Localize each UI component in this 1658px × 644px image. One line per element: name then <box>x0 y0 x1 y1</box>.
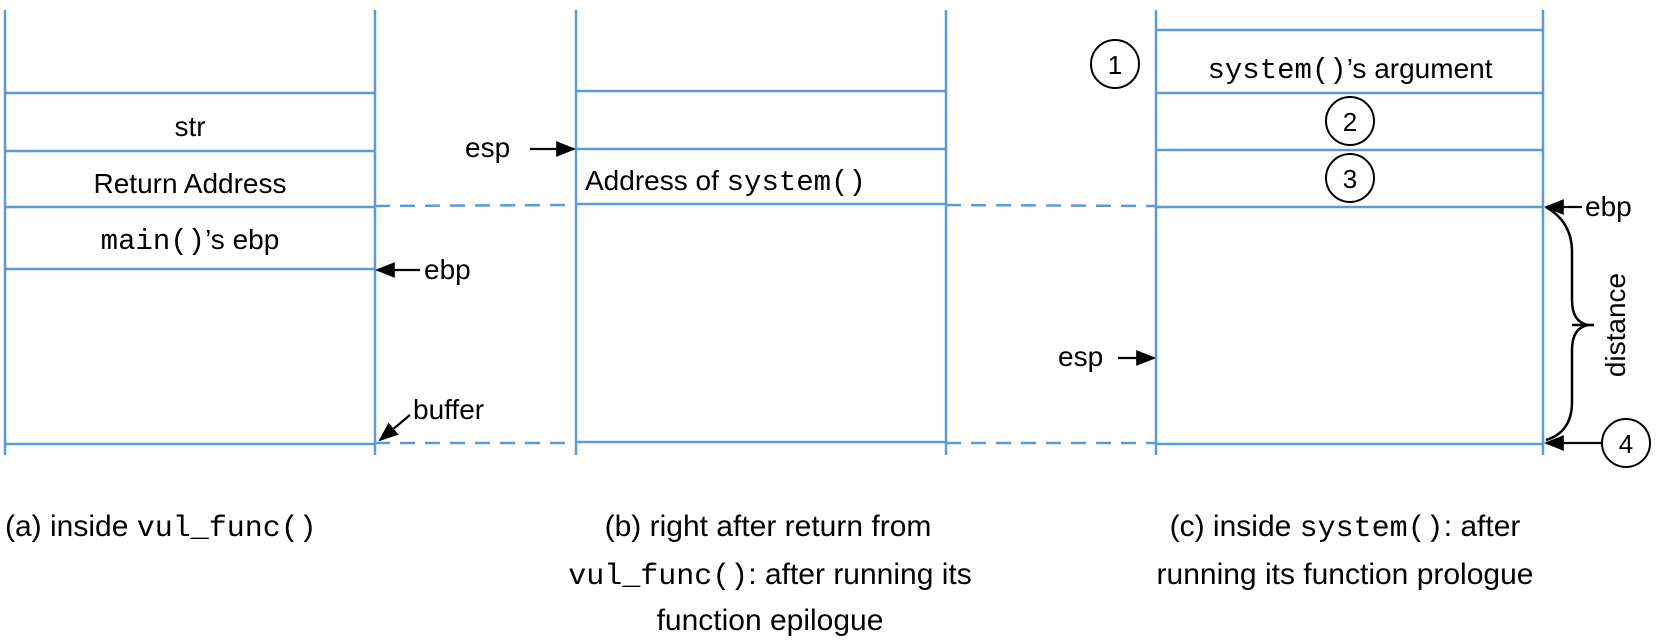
cell-system-argument: system()’s argument <box>1207 53 1492 87</box>
ebp-label-c: ebp <box>1585 191 1632 222</box>
caption-b-line1: (b) right after return from <box>605 510 932 543</box>
buffer-label: buffer <box>413 394 484 425</box>
marker-4-label: 4 <box>1619 429 1633 459</box>
marker-2: 2 <box>1325 96 1375 146</box>
marker-3: 3 <box>1325 153 1375 203</box>
caption-b-line2: vul_func(): after running its <box>568 558 971 594</box>
cell-main-ebp: main()’s ebp <box>101 224 280 258</box>
marker-2-label: 2 <box>1343 107 1357 137</box>
marker-4: 4 <box>1601 418 1651 468</box>
panel-a <box>3 10 377 455</box>
panel-c <box>1154 10 1545 455</box>
dashed-guide-ebp <box>374 203 577 208</box>
distance-label: distance <box>1600 273 1631 377</box>
dashed-guides <box>374 203 1157 445</box>
caption-c-line1: (c) inside system(): after <box>1170 510 1521 546</box>
caption-a: (a) inside vul_func() <box>5 510 317 546</box>
cell-str: str <box>174 111 205 142</box>
distance-brace <box>1545 205 1589 442</box>
esp-label-c: esp <box>1058 341 1103 372</box>
dashed-guide-ebp <box>945 203 1157 208</box>
marker-1: 1 <box>1090 39 1140 89</box>
caption-b-line3: function epilogue <box>657 604 884 637</box>
esp-label-b: esp <box>465 132 510 163</box>
cell-return-address: Return Address <box>94 168 287 199</box>
ebp-label-a: ebp <box>424 254 471 285</box>
marker-1-label: 1 <box>1108 50 1122 80</box>
panel-b <box>574 10 948 455</box>
marker-3-label: 3 <box>1343 164 1357 194</box>
caption-c-line2: running its function prologue <box>1157 558 1534 591</box>
cell-address-of-system: Address of system() <box>585 165 866 199</box>
buffer-pointer-arrow <box>378 414 411 442</box>
